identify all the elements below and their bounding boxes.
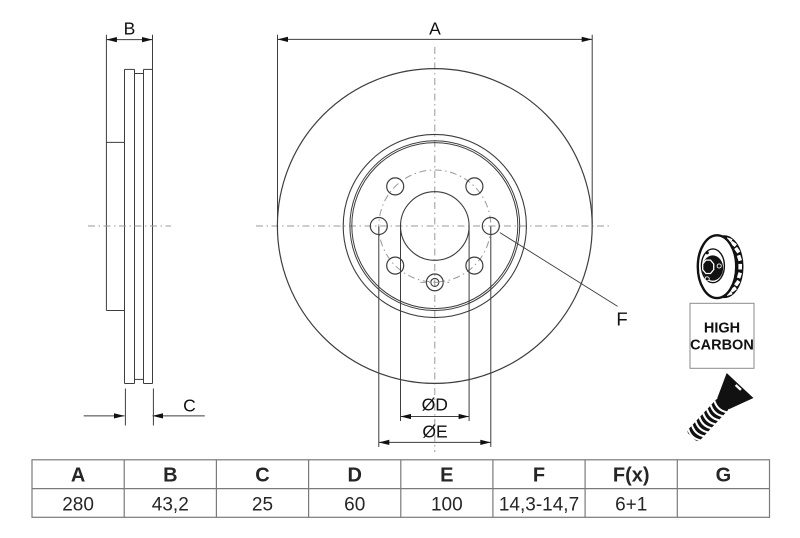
svg-text:ØE: ØE <box>422 421 447 441</box>
svg-text:43,2: 43,2 <box>152 495 189 516</box>
svg-text:D: D <box>347 464 361 486</box>
svg-text:A: A <box>71 464 85 486</box>
svg-text:6+1: 6+1 <box>615 495 647 516</box>
svg-text:B: B <box>124 19 136 39</box>
svg-text:100: 100 <box>431 495 463 516</box>
svg-text:280: 280 <box>62 495 94 516</box>
svg-text:CARBON: CARBON <box>690 338 754 354</box>
svg-text:60: 60 <box>344 495 365 516</box>
svg-text:ØD: ØD <box>422 394 448 414</box>
svg-text:F(x): F(x) <box>613 464 650 486</box>
svg-text:F: F <box>616 309 627 330</box>
svg-text:E: E <box>440 464 453 486</box>
svg-text:A: A <box>429 18 441 38</box>
svg-text:C: C <box>255 464 269 486</box>
svg-text:F: F <box>533 464 545 486</box>
svg-text:HIGH: HIGH <box>704 321 740 337</box>
svg-text:25: 25 <box>252 495 273 516</box>
svg-text:B: B <box>163 464 177 486</box>
svg-text:C: C <box>183 396 196 416</box>
svg-text:G: G <box>716 464 732 486</box>
svg-text:14,3-14,7: 14,3-14,7 <box>499 495 579 516</box>
